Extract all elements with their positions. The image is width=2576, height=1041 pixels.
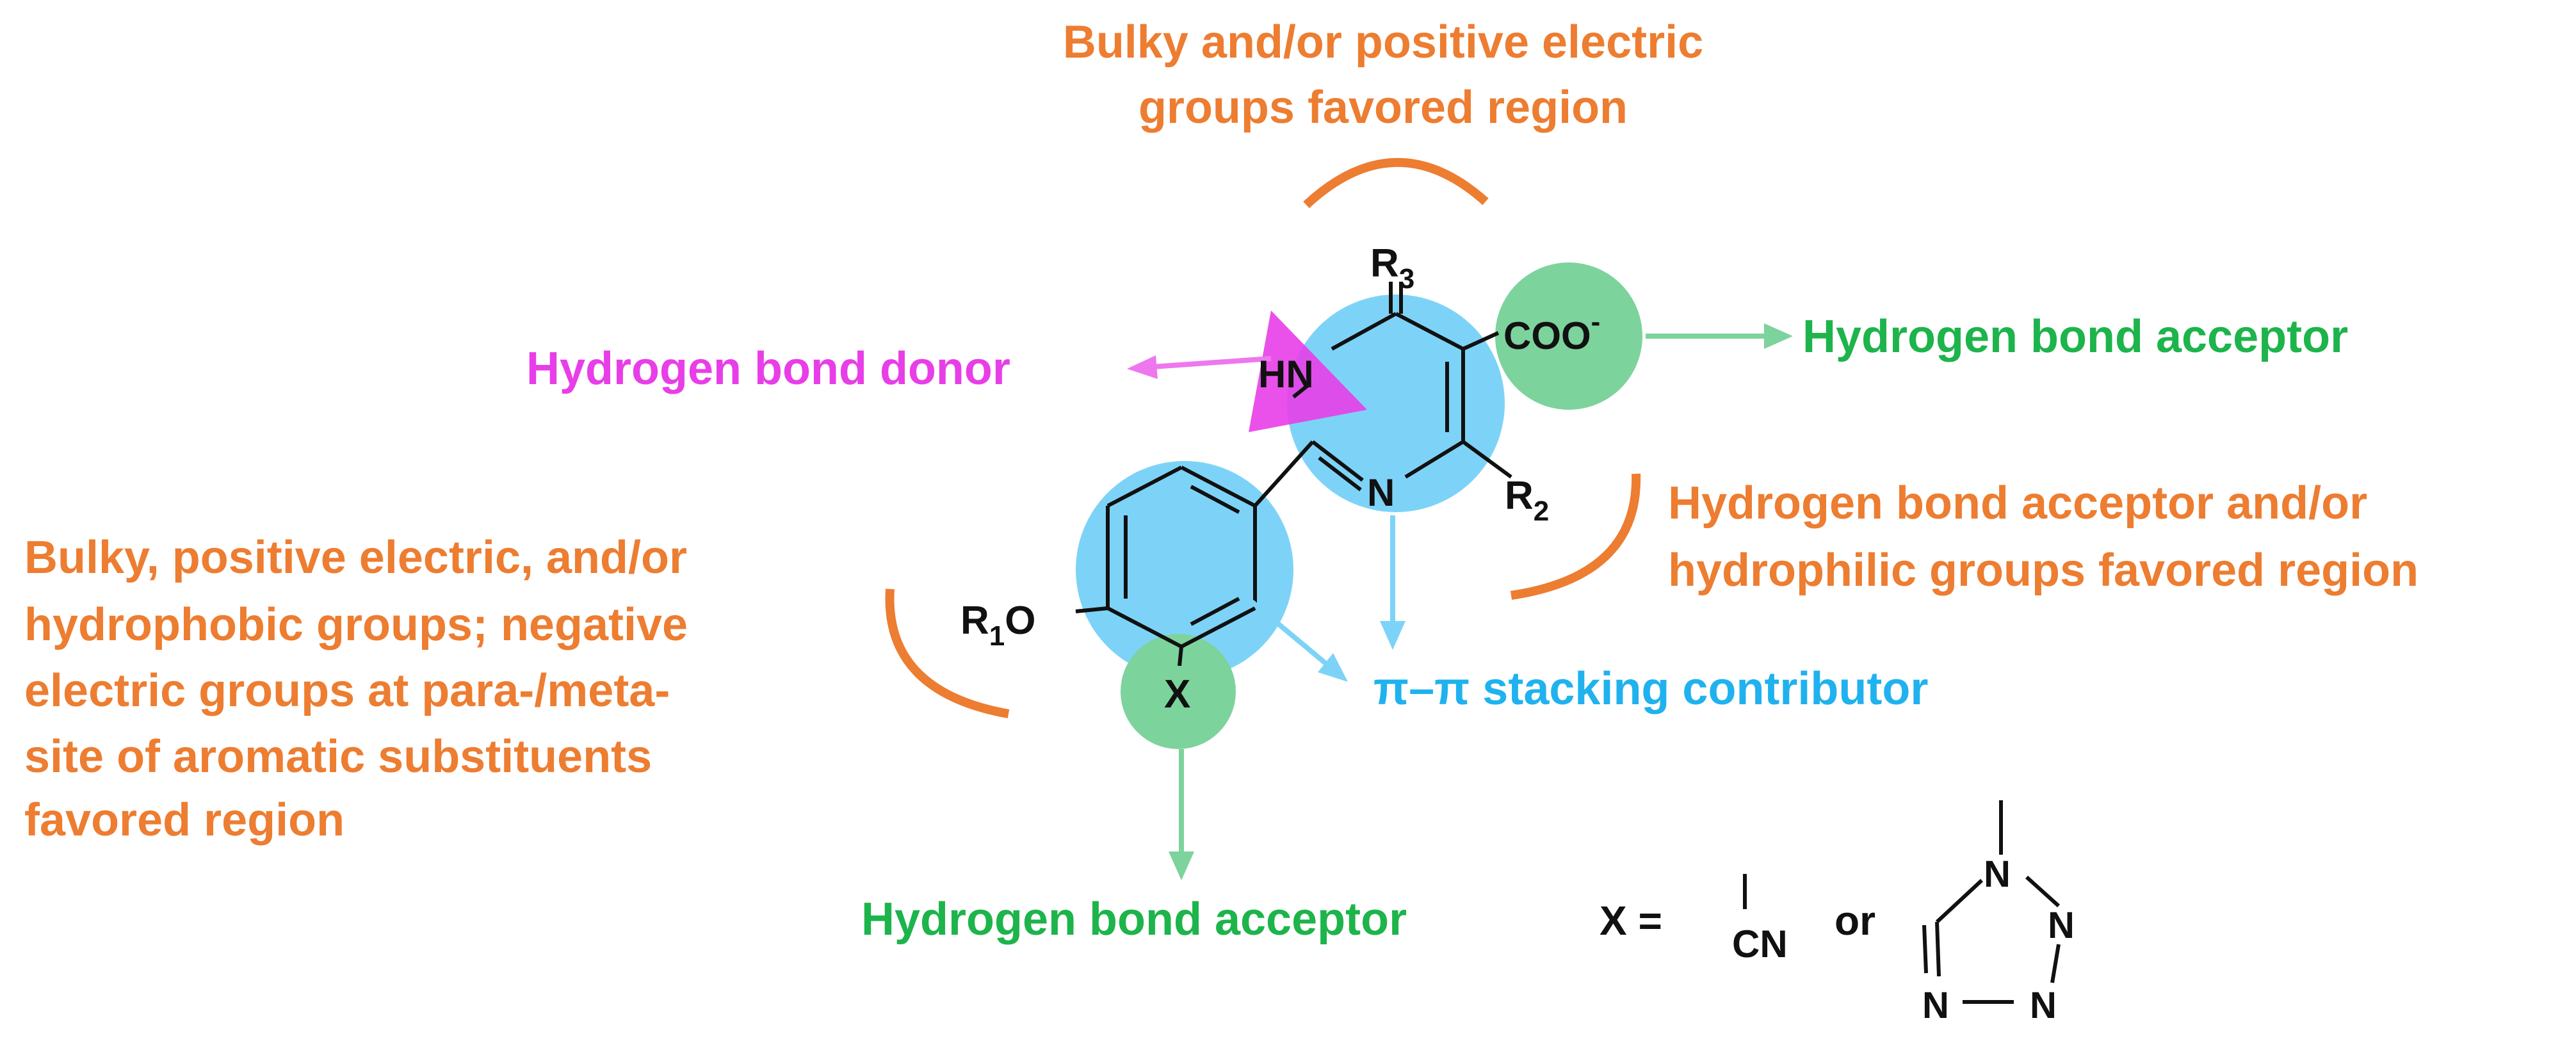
left-region-arc	[885, 588, 1010, 718]
top-region-arc	[1303, 157, 1489, 209]
hn-donor-triangle	[1249, 311, 1367, 432]
r1o-label: R1O	[960, 599, 1036, 652]
n-label: N	[1367, 471, 1395, 514]
svg-text:N: N	[2030, 985, 2057, 1026]
r2-label: R2	[1505, 474, 1549, 527]
tetrazole-structure: N N N N	[1922, 800, 2075, 1026]
hbond-acceptor-x-label: Hydrogen bond acceptor	[861, 894, 1407, 945]
hbond-donor-label: Hydrogen bond donor	[526, 343, 1010, 394]
svg-text:N: N	[1984, 853, 2011, 895]
phenyl-pi-circle	[1076, 461, 1293, 679]
right-region-line-1: Hydrogen bond acceptor and/or	[1668, 478, 2367, 529]
top-region-line-2: groups favored region	[1138, 82, 1628, 133]
pyrimidine-pi-circle	[1287, 295, 1505, 512]
or-label: or	[1835, 898, 1875, 944]
svg-text:N: N	[2048, 905, 2075, 946]
molecule-bonds	[1075, 282, 1512, 666]
hn-label: HN	[1258, 353, 1314, 396]
coo-label: COO-	[1503, 306, 1600, 357]
pi-stacking-label: π–π stacking contributor	[1373, 663, 1928, 714]
svg-text:N: N	[1922, 985, 1949, 1026]
right-region-line-2: hydrophilic groups favored region	[1668, 545, 2418, 596]
right-region-arc	[1510, 473, 1641, 600]
cn-label: CN	[1732, 923, 1788, 965]
x-acceptor-circle	[1121, 634, 1236, 749]
top-region-line-1: Bulky and/or positive electric	[1063, 17, 1703, 68]
left-region-line-2: hydrophobic groups; negative	[24, 599, 688, 650]
feature-arrows	[1127, 323, 1793, 880]
hbond-acceptor-coo-label: Hydrogen bond acceptor	[1802, 311, 2348, 362]
left-region-line-1: Bulky, positive electric, and/or	[24, 532, 687, 583]
left-region-line-4: site of aromatic substituents	[24, 731, 652, 782]
left-region-line-3: electric groups at para-/meta-	[24, 665, 670, 716]
r3-label: R3	[1370, 241, 1414, 295]
x-equals-label: X =	[1600, 898, 1662, 944]
left-region-line-5: favored region	[24, 795, 344, 846]
x-label: X	[1164, 672, 1190, 716]
coo-acceptor-circle	[1495, 262, 1642, 410]
